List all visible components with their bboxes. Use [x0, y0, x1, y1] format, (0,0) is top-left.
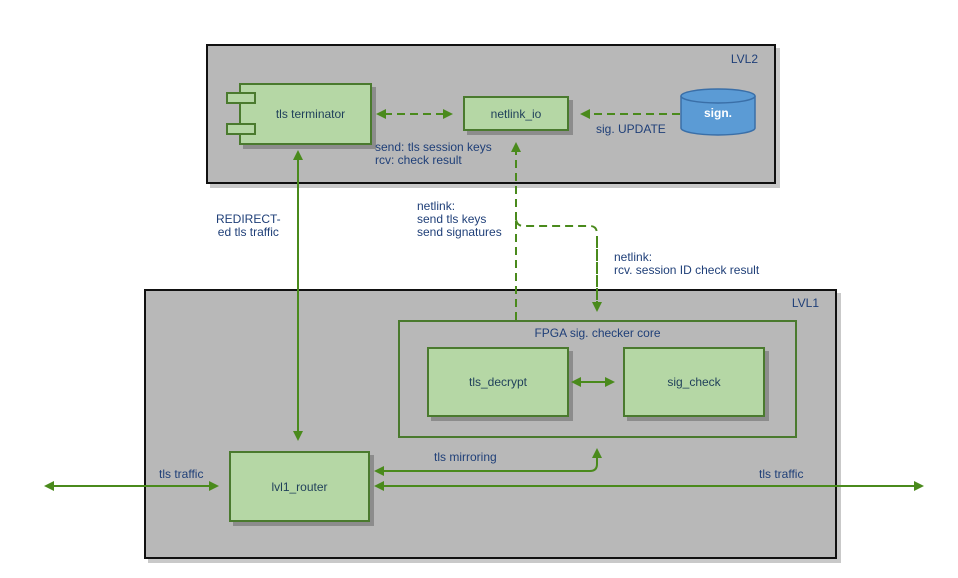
tls-decrypt-label: tls_decrypt	[468, 375, 528, 389]
netlink-rcv-label: netlink: rcv. session ID check result	[614, 250, 760, 277]
netlink-io-label: netlink_io	[490, 106, 542, 121]
tls-traffic-in-label: tls traffic	[159, 467, 204, 481]
tls-traffic-out-label: tls traffic	[759, 467, 804, 481]
sig-update-label: sig. UPDATE	[596, 122, 666, 136]
tls-terminator-node[interactable]: tls terminator	[239, 83, 372, 145]
netlink-io-node[interactable]: netlink_io	[463, 96, 569, 131]
fpga-group: FPGA sig. checker core	[398, 320, 797, 438]
sig-check-label: sig_check	[667, 375, 721, 389]
netlink-send-label: netlink: send tls keys send signatures	[417, 199, 502, 239]
database-icon	[680, 88, 756, 136]
fpga-group-title: FPGA sig. checker core	[534, 326, 661, 340]
session-keys-label: send: tls session keys rcv: check result	[375, 140, 492, 167]
sig-check-node[interactable]: sig_check	[623, 347, 765, 417]
component-tab-icon	[226, 123, 256, 135]
lvl1-label: LVL1	[791, 296, 819, 310]
lvl2-label: LVL2	[730, 52, 758, 66]
tls-decrypt-node[interactable]: tls_decrypt	[427, 347, 569, 417]
lvl1-router-label: lvl1_router	[271, 479, 328, 494]
component-tab-icon	[226, 92, 256, 104]
sign-database[interactable]: sign.	[680, 88, 756, 136]
sign-database-label: sign.	[703, 106, 732, 120]
tls-mirroring-label: tls mirroring	[434, 450, 497, 464]
redirect-label: REDIRECT- ed tls traffic	[216, 212, 281, 239]
tls-terminator-label: tls terminator	[275, 107, 346, 121]
lvl1-router-node[interactable]: lvl1_router	[229, 451, 370, 522]
